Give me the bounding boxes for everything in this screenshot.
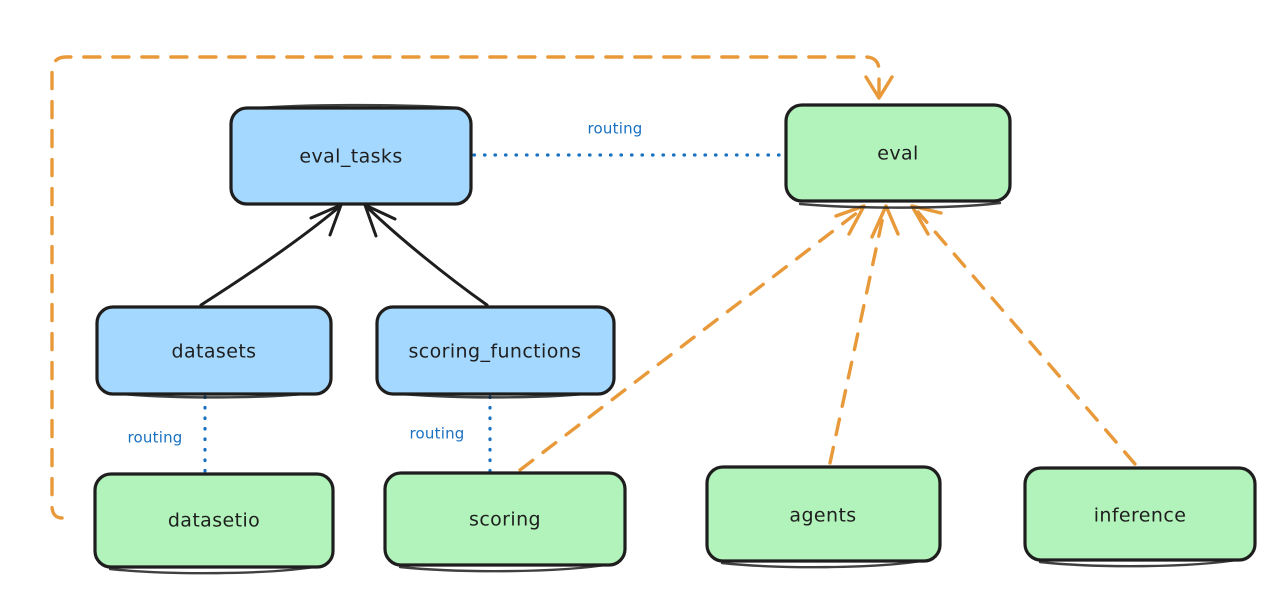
node-scoring-functions-label: scoring_functions (409, 341, 582, 363)
node-agents-sketch (720, 558, 930, 569)
node-inference-box (1023, 466, 1257, 562)
node-agents-box (705, 465, 942, 563)
node-datasetio-box (93, 472, 335, 569)
edge-scoring-functions-eval-tasks-path (366, 206, 489, 307)
edge-eval-datasetio-arrowhead (864, 75, 894, 100)
node-eval-tasks[interactable]: eval_tasks (229, 103, 473, 206)
edge-agents-eval-path (828, 210, 886, 465)
node-inference-sketch (1038, 557, 1245, 568)
node-datasets-box (95, 305, 333, 396)
edge-datasets-eval-tasks-path (199, 206, 340, 307)
edge-scoring-functions-eval-tasks (363, 203, 489, 307)
node-datasets[interactable]: datasets (95, 305, 333, 399)
node-agents-label: agents (789, 505, 856, 527)
edge-scoring-eval-path (518, 210, 860, 472)
node-scoring-sketch (398, 562, 614, 573)
node-inference-label: inference (1094, 505, 1187, 527)
edge-agents-eval-arrowhead (870, 204, 900, 239)
node-datasetio-sketch (108, 564, 323, 575)
node-scoring-functions[interactable]: scoring_functions (375, 305, 616, 399)
node-scoring-label: scoring (469, 509, 541, 531)
edge-inference-eval (910, 204, 1137, 466)
node-scoring[interactable]: scoring (383, 471, 627, 573)
edge-label-datasets-datasetio: routing (128, 429, 183, 447)
node-datasetio-label: datasetio (168, 510, 260, 532)
node-eval-label: eval (877, 143, 918, 165)
edge-scoring-eval (518, 204, 866, 472)
edge-label-eval-tasks-eval: routing (588, 120, 643, 138)
edge-datasets-eval-tasks (199, 203, 343, 307)
node-eval[interactable]: eval (784, 103, 1012, 209)
edge-eval-datasetio (50, 55, 894, 520)
node-agents[interactable]: agents (705, 465, 942, 569)
edge-inference-eval-path (916, 210, 1137, 466)
node-scoring-functions-box (375, 305, 616, 396)
node-scoring-box (383, 471, 627, 567)
edge-scoring-eval-arrowhead (834, 204, 866, 236)
edge-inference-eval-arrowhead (910, 204, 943, 236)
node-eval-tasks-label: eval_tasks (299, 146, 402, 168)
node-inference[interactable]: inference (1023, 466, 1257, 568)
node-datasetio[interactable]: datasetio (93, 472, 335, 575)
node-eval-sketch (798, 201, 1002, 209)
edge-agents-eval (828, 204, 900, 465)
node-eval-tasks-box (229, 106, 473, 206)
edge-eval-datasetio-path (50, 55, 881, 520)
node-eval-box (784, 103, 1012, 203)
node-datasets-label: datasets (172, 341, 257, 363)
edge-label-scoring-functions-scoring: routing (410, 425, 465, 443)
